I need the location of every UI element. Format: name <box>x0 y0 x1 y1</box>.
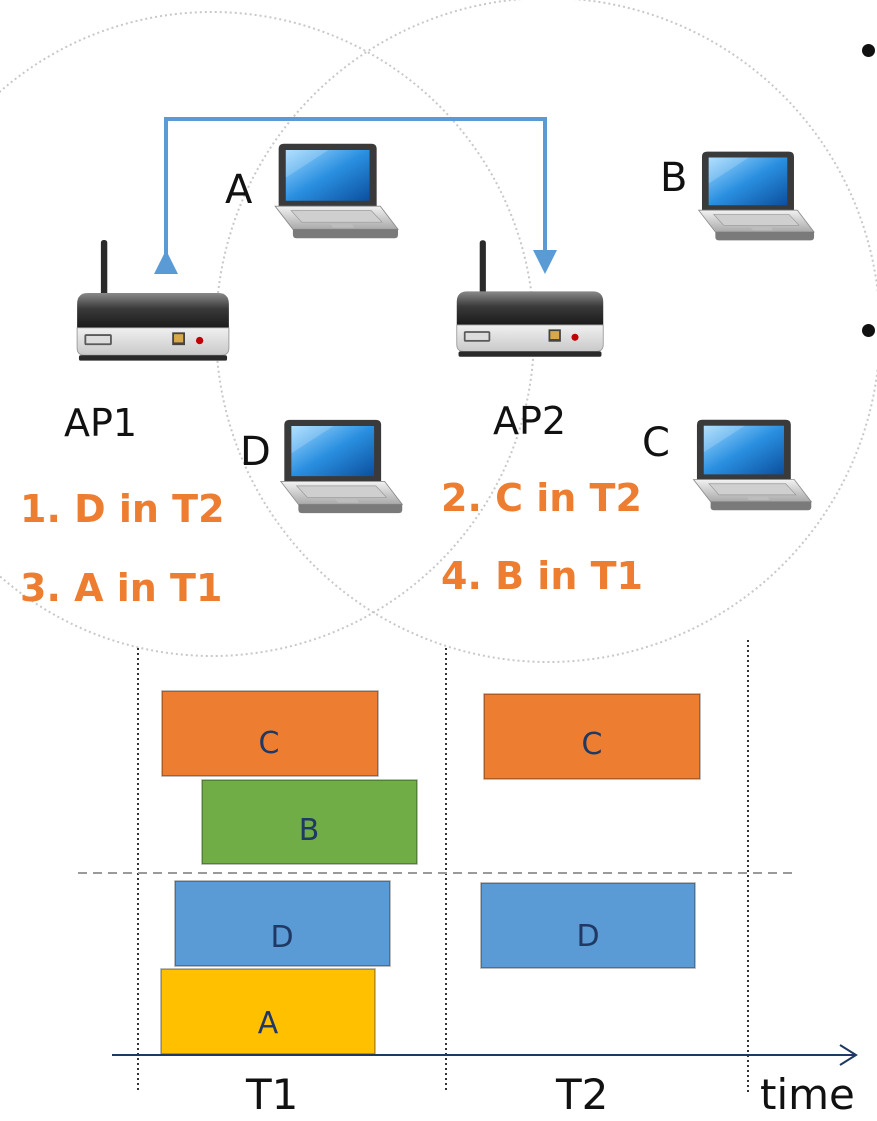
laptop-d-icon <box>280 419 403 514</box>
block-b-t1 <box>201 779 418 865</box>
step-4-text: 4. B in T1 <box>441 554 643 598</box>
step-2-text: 2. C in T2 <box>441 476 642 520</box>
laptop-a-icon <box>274 143 399 239</box>
ap2-router-icon <box>456 240 604 358</box>
step-3-text: 3. A in T1 <box>20 566 223 610</box>
block-label-a-t1: A <box>257 1006 279 1041</box>
time-axis-arrowhead <box>839 1044 858 1066</box>
block-label-c-t2: C <box>581 727 603 762</box>
slot-t2-label: T2 <box>556 1070 609 1119</box>
block-d-t1 <box>174 880 391 967</box>
slot-t1-label: T1 <box>246 1070 299 1119</box>
transmission-blocks <box>160 690 701 1055</box>
time-axis-label: time <box>760 1070 855 1119</box>
step-1-text: 1. D in T2 <box>20 487 225 531</box>
laptop-c-icon <box>693 419 812 511</box>
ap1-label: AP1 <box>64 401 138 445</box>
laptop-c-label: C <box>642 420 670 466</box>
block-label-c-t1: C <box>258 726 280 761</box>
block-label-d-t2: D <box>576 919 600 954</box>
ap2-label: AP2 <box>493 399 567 443</box>
laptop-b-icon <box>698 151 815 241</box>
block-label-d-t1: D <box>270 920 294 955</box>
laptop-b-label: B <box>660 155 688 201</box>
laptop-d-label: D <box>240 429 271 475</box>
ap2-coverage-circle <box>215 0 877 663</box>
slide-bullet <box>862 44 875 57</box>
block-c-t1 <box>161 690 379 777</box>
ap1-router-icon <box>76 240 230 362</box>
block-d-t2 <box>480 882 696 969</box>
block-label-b-t1: B <box>298 813 320 848</box>
ap-coordination-arrow <box>154 117 557 274</box>
slide-bullet <box>862 324 875 337</box>
laptop-a-label: A <box>225 167 253 213</box>
block-c-t2 <box>483 693 701 780</box>
